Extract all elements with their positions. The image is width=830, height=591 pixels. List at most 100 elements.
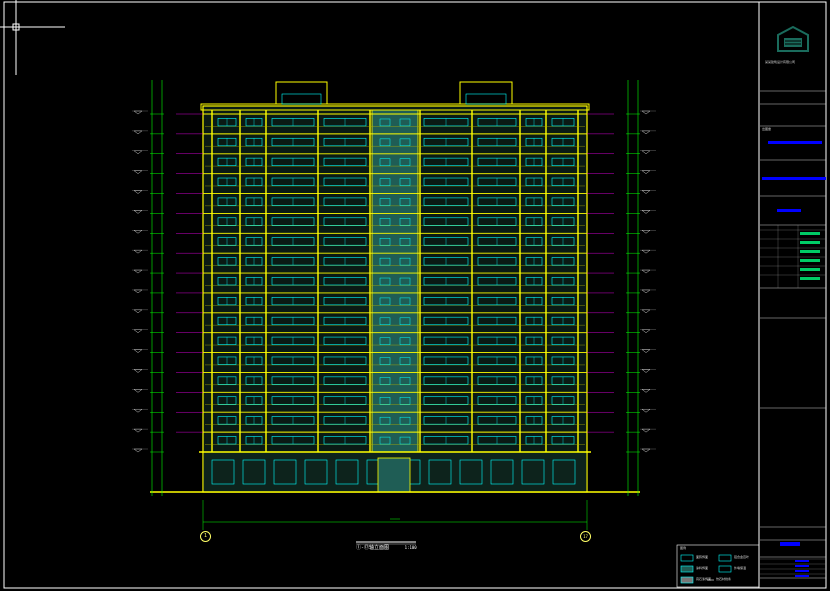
level-marker-1-1 <box>133 130 143 135</box>
core-window-a-4 <box>379 178 391 186</box>
roof-structure-2 <box>459 81 513 105</box>
level-marker-2-5 <box>641 210 651 214</box>
core-window-b-11 <box>399 317 411 326</box>
central-core <box>371 109 419 493</box>
core-window-b-7 <box>399 238 411 246</box>
core-window-b-16 <box>399 416 411 425</box>
tb-signature-1 <box>800 232 820 235</box>
legend-swatch-4 <box>718 554 732 562</box>
core-window-b-14 <box>399 377 411 385</box>
drawing-scale: 1:100 <box>404 545 417 550</box>
legend-swatch-1 <box>680 554 694 562</box>
core-window-b-4 <box>399 178 411 186</box>
core-window-a-15 <box>379 397 391 405</box>
legend-item-2: 涂料饰面 <box>696 566 709 570</box>
level-marker-2-9 <box>641 289 651 294</box>
tb-signature-3 <box>800 250 820 253</box>
legend-item-6: 仿石材线条 <box>716 577 732 581</box>
podium-opening-2 <box>242 459 266 485</box>
core-window-a-1 <box>379 118 391 127</box>
axis-bubble-left: 1 <box>200 531 211 542</box>
podium-opening-9 <box>459 459 483 485</box>
core-window-b-3 <box>399 158 411 166</box>
core-window-a-13 <box>379 357 391 365</box>
drawing-title: ①-⑰轴立面图 1:100 <box>356 534 417 553</box>
core-window-b-8 <box>399 257 411 266</box>
title-block-graphics <box>760 90 826 579</box>
tb-drawing-no-mark <box>780 542 800 546</box>
legend-swatch-2 <box>680 565 694 573</box>
level-marker-2-10 <box>641 309 651 314</box>
legend-item-5: 外墙保温 <box>734 566 747 570</box>
legend-graphics <box>676 544 760 588</box>
level-marker-1-3 <box>133 170 143 174</box>
core-window-b-10 <box>399 297 411 306</box>
core-window-a-8 <box>379 257 391 266</box>
level-marker-2-15 <box>641 409 651 413</box>
level-marker-1-0 <box>133 110 143 115</box>
level-marker-2-0 <box>641 110 651 115</box>
core-window-b-13 <box>399 357 411 365</box>
dimension-annotations <box>132 80 656 545</box>
core-window-b-17 <box>399 436 411 445</box>
level-marker-2-16 <box>641 428 651 433</box>
level-marker-1-12 <box>133 349 143 353</box>
core-window-b-5 <box>399 198 411 206</box>
core-window-a-6 <box>379 218 391 226</box>
legend-item-3: 真石漆饰面 <box>696 577 712 581</box>
level-marker-2-17 <box>641 448 651 453</box>
tb-highlight-3 <box>777 209 801 212</box>
company-logo-icon <box>777 25 809 52</box>
level-marker-1-6 <box>133 230 143 234</box>
core-window-b-1 <box>399 118 411 127</box>
core-window-b-9 <box>399 277 411 286</box>
level-marker-2-4 <box>641 190 651 194</box>
stamp-label: 出图章 <box>762 127 772 131</box>
podium-opening-12 <box>552 459 576 485</box>
level-marker-1-15 <box>133 409 143 413</box>
level-marker-1-7 <box>133 249 143 254</box>
entrance <box>377 457 411 493</box>
company-name: 某某建筑设计有限公司 <box>765 60 796 64</box>
legend-item-4: 铝合金百叶 <box>734 555 750 559</box>
tb-bottom-mark-3 <box>795 570 809 572</box>
tb-bottom-mark-1 <box>795 560 809 562</box>
core-window-b-6 <box>399 218 411 226</box>
podium-opening-4 <box>304 459 328 485</box>
level-marker-2-11 <box>641 329 651 333</box>
tb-bottom-mark-4 <box>795 575 809 577</box>
level-marker-1-16 <box>133 428 143 433</box>
tb-bottom-mark-2 <box>795 565 809 567</box>
podium-opening-5 <box>335 459 359 485</box>
tb-signature-6 <box>800 277 820 280</box>
building-elevation <box>150 81 640 493</box>
level-marker-1-4 <box>133 190 143 194</box>
podium-opening-1 <box>211 459 235 485</box>
level-marker-2-7 <box>641 249 651 254</box>
drawing-title-text: ①-⑰轴立面图 <box>356 545 390 551</box>
core-window-a-10 <box>379 297 391 306</box>
roof-structure-window-2 <box>465 93 507 105</box>
level-marker-1-17 <box>133 448 143 453</box>
legend-swatch-5 <box>718 565 732 573</box>
level-marker-1-13 <box>133 369 143 373</box>
podium-opening-10 <box>490 459 514 485</box>
podium-opening-3 <box>273 459 297 485</box>
tb-signature-5 <box>800 268 820 271</box>
roof-structure-window-1 <box>281 93 322 105</box>
level-marker-1-8 <box>133 269 143 274</box>
legend-frame <box>676 544 760 588</box>
podium-opening-11 <box>521 459 545 485</box>
core-window-a-2 <box>379 138 391 147</box>
tb-highlight-2 <box>762 177 826 180</box>
level-marker-2-1 <box>641 130 651 135</box>
legend-item-1: 面砖饰面 <box>696 555 709 559</box>
podium-opening-8 <box>428 459 452 485</box>
core-window-a-16 <box>379 416 391 425</box>
core-window-a-11 <box>379 317 391 326</box>
tb-highlight-1 <box>768 141 822 144</box>
core-window-a-17 <box>379 436 391 445</box>
level-marker-1-14 <box>133 389 143 393</box>
